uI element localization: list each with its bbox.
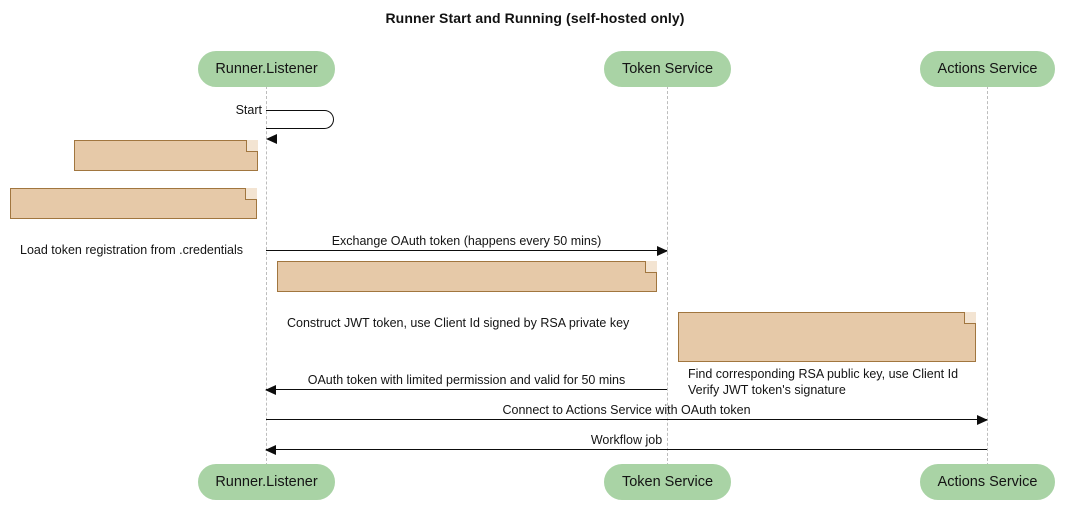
message-label-workflow-job: Workflow job	[590, 433, 663, 447]
note-text: Load token registration from .credential…	[20, 243, 244, 257]
note-verify-jwt: Find corresponding RSA public key, use C…	[678, 312, 976, 397]
note-load-config: Load config info from .runner	[74, 140, 258, 209]
message-workflow-job[interactable]	[265, 444, 987, 455]
participant-token-bottom[interactable]: Token Service	[604, 464, 731, 500]
diagram-title: Runner Start and Running (self-hosted on…	[385, 10, 685, 26]
arrowhead-right-icon	[977, 414, 988, 425]
message-label-exchange-oauth: Exchange OAuth token (happens every 50 m…	[331, 234, 602, 248]
arrowhead-right-icon	[657, 245, 668, 256]
participant-runner-bottom[interactable]: Runner.Listener	[198, 464, 335, 500]
lifeline-actions	[987, 86, 988, 466]
message-label-connect-actions: Connect to Actions Service with OAuth to…	[502, 403, 751, 417]
lifeline-token	[667, 86, 668, 466]
arrowhead-start	[266, 134, 277, 144]
participant-token-top[interactable]: Token Service	[604, 51, 731, 87]
note-fold-icon	[245, 188, 257, 200]
note-text: Construct JWT token, use Client Id signe…	[287, 316, 630, 330]
participant-actions-top[interactable]: Actions Service	[920, 51, 1055, 87]
participant-label: Token Service	[621, 61, 714, 77]
participant-runner-top[interactable]: Runner.Listener	[198, 51, 335, 87]
message-exchange-oauth[interactable]	[266, 245, 668, 256]
note-fold-icon	[645, 261, 657, 273]
message-oauth-token-return[interactable]	[265, 384, 667, 395]
note-construct-jwt: Construct JWT token, use Client Id signe…	[277, 261, 657, 330]
participant-label: Runner.Listener	[215, 474, 318, 490]
participant-label: Actions Service	[937, 61, 1038, 77]
note-text: Find corresponding RSA public key, use C…	[688, 367, 959, 397]
note-fold-icon	[246, 140, 258, 152]
message-label-oauth-token-return: OAuth token with limited permission and …	[307, 373, 626, 387]
participant-label: Token Service	[621, 474, 714, 490]
participant-actions-bottom[interactable]: Actions Service	[920, 464, 1055, 500]
message-self-start[interactable]	[266, 110, 334, 129]
message-connect-actions[interactable]	[266, 414, 988, 425]
lifeline-runner	[266, 86, 267, 466]
arrowhead-left-icon	[265, 384, 276, 395]
note-load-token-registration: Load token registration from .credential…	[10, 188, 257, 257]
note-fold-icon	[964, 312, 976, 324]
participant-label: Actions Service	[937, 474, 1038, 490]
message-label-start: Start	[235, 103, 262, 117]
participant-label: Runner.Listener	[215, 61, 318, 77]
arrowhead-left-icon	[265, 444, 276, 455]
